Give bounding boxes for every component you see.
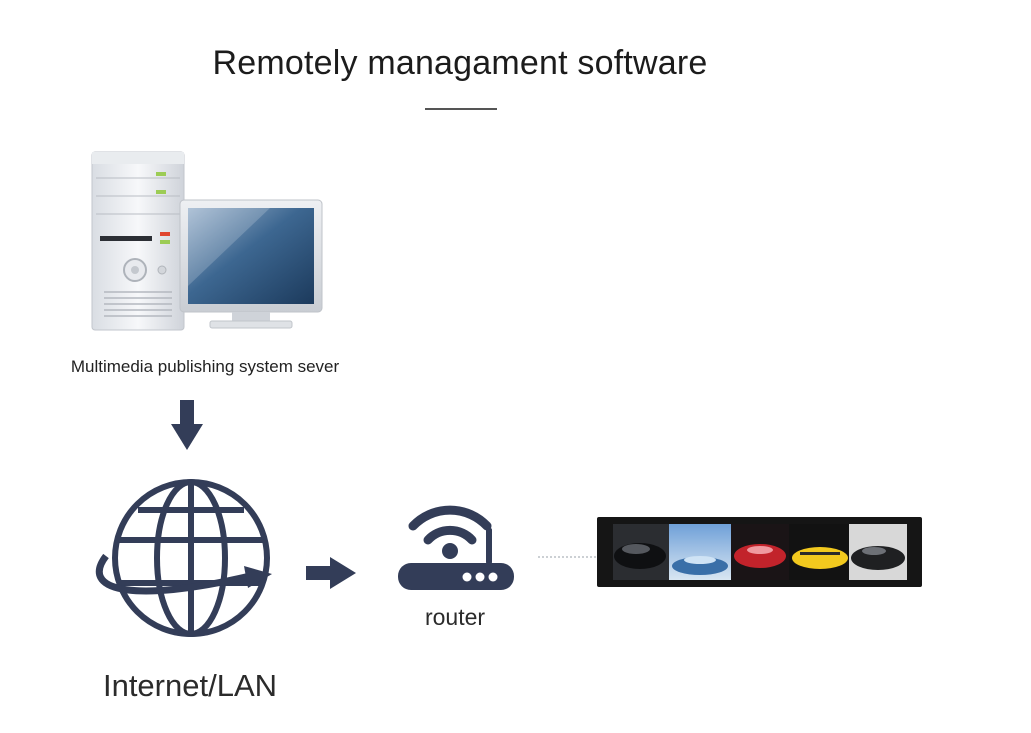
internet-label: Internet/LAN bbox=[102, 668, 278, 703]
wifi-router-icon bbox=[398, 505, 514, 590]
arrow-right-icon bbox=[306, 557, 356, 589]
arrow-down-icon bbox=[171, 400, 203, 450]
diagram-title: Remotely managament software bbox=[212, 44, 708, 82]
globe-orbit-arrowhead bbox=[244, 566, 272, 588]
server-caption: Multimedia publishing system sever bbox=[70, 357, 340, 376]
stretched-display-icon bbox=[597, 517, 922, 587]
server-computer-icon bbox=[91, 151, 323, 331]
title-underline bbox=[425, 108, 497, 110]
router-label: router bbox=[424, 604, 486, 630]
globe-icon bbox=[95, 479, 270, 637]
